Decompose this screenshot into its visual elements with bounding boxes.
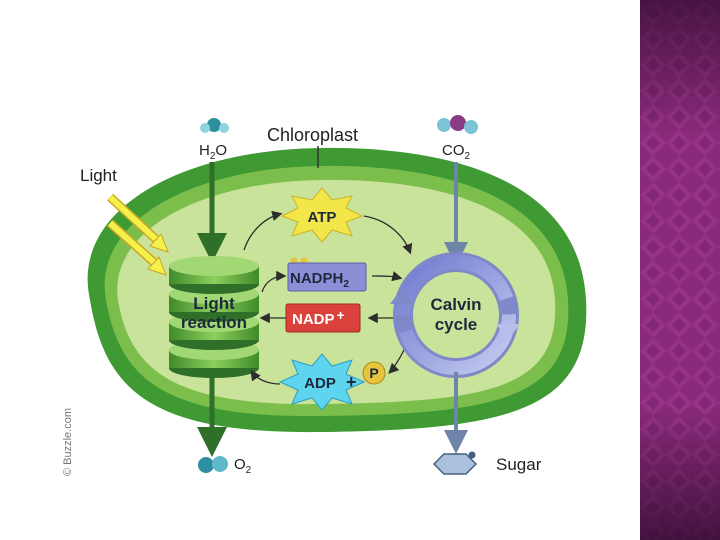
watermark: © Buzzle.com <box>62 408 74 476</box>
calvin-label-line2: cycle <box>435 315 478 334</box>
light-reaction-label-line1: Light <box>193 294 235 313</box>
nadp-label: NADP+ <box>292 307 345 328</box>
h2o-label: H2O <box>199 142 227 162</box>
sugar-molecule-icon <box>432 451 478 475</box>
adp-label: ADP <box>304 375 336 392</box>
atp-label: ATP <box>308 209 337 226</box>
slide: H2O Chloroplast CO2 Light Light <box>62 115 587 476</box>
phosphate-label: P <box>369 365 378 381</box>
calvin-label-line1: Calvin <box>430 295 481 314</box>
light-arrows <box>106 193 169 276</box>
o2-label: O2 <box>234 456 252 476</box>
calvin-cycle-ring <box>390 252 520 378</box>
nadph-box <box>287 262 367 292</box>
water-molecule-icon <box>200 118 229 133</box>
sugar-label: Sugar <box>496 455 542 474</box>
oxygen-molecule-icon <box>198 456 228 473</box>
thylakoid-stack <box>169 256 259 378</box>
co2-molecule-icon <box>437 115 478 134</box>
adp-burst <box>278 353 366 411</box>
phosphate-circle <box>362 361 386 385</box>
chloroplast-title: Chloroplast <box>267 125 358 145</box>
light-label: Light <box>80 166 117 185</box>
photosynthesis-diagram: H2O Chloroplast CO2 Light Light <box>62 115 587 476</box>
nadph-label: NADPH2 <box>290 270 349 290</box>
decorative-side-panel <box>640 0 720 540</box>
adp-plus: + <box>346 372 357 392</box>
co2-label: CO2 <box>442 142 471 162</box>
light-reaction-label-line2: reaction <box>181 313 247 332</box>
cycle-arrows <box>243 210 413 385</box>
atp-burst <box>280 187 364 243</box>
